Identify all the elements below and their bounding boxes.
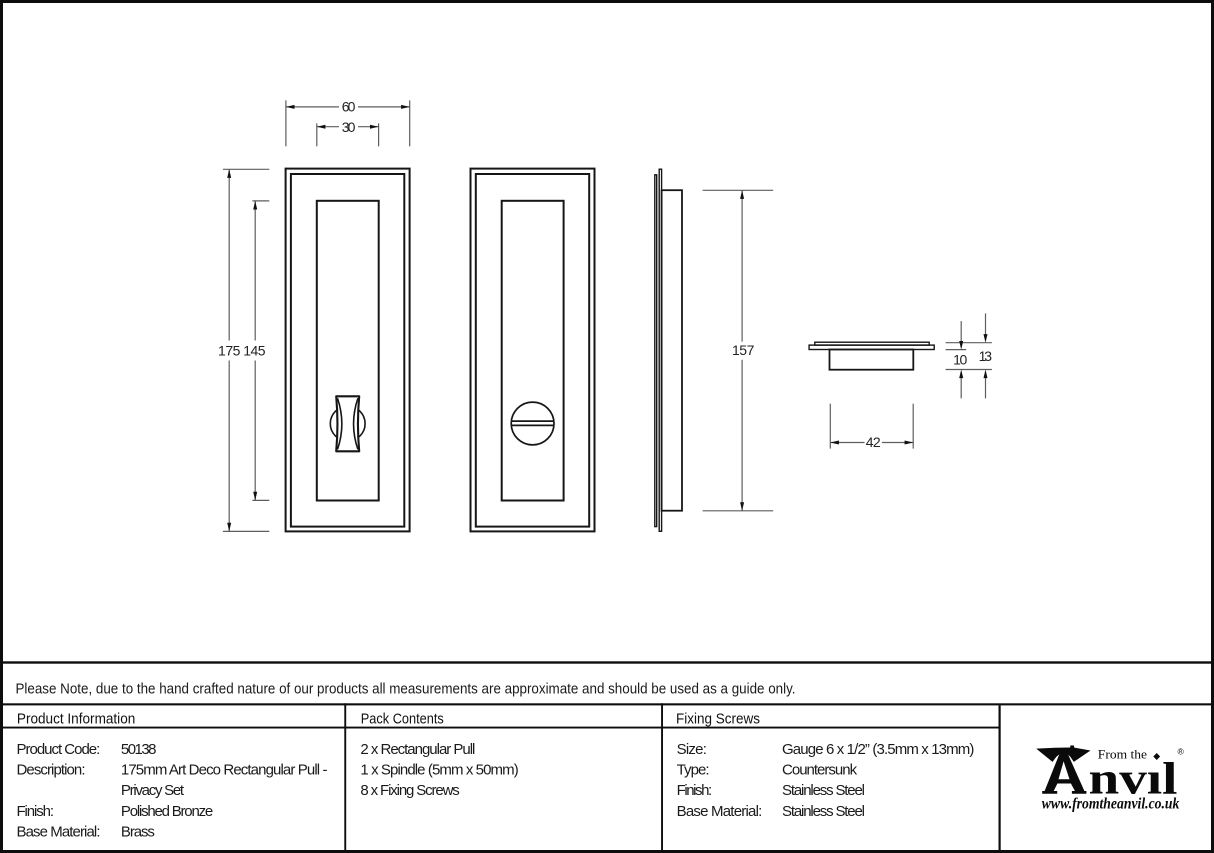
svg-text:60: 60 [342, 98, 356, 114]
svg-text:Privacy Set: Privacy Set [121, 782, 185, 799]
svg-text:®: ® [1178, 747, 1185, 757]
svg-text:Stainless Steel: Stainless Steel [782, 782, 865, 799]
svg-text:Description:: Description: [17, 762, 86, 779]
svg-text:nvıl: nvıl [1089, 753, 1178, 804]
svg-text:Finish:: Finish: [677, 782, 713, 799]
svg-text:Stainless Steel: Stainless Steel [782, 803, 865, 820]
svg-text:Base Material:: Base Material: [17, 824, 101, 841]
svg-text:Countersunk: Countersunk [782, 762, 858, 779]
svg-text:From the: From the [1098, 748, 1148, 762]
svg-text:Product Information: Product Information [17, 711, 135, 728]
svg-text:10: 10 [953, 351, 967, 367]
svg-text:157: 157 [732, 342, 755, 358]
svg-text:www.fromtheanvil.co.uk: www.fromtheanvil.co.uk [1042, 796, 1180, 813]
svg-text:2 x Rectangular Pull: 2 x Rectangular Pull [360, 741, 475, 758]
svg-text:175 145: 175 145 [218, 342, 266, 358]
svg-text:Type:: Type: [677, 762, 710, 779]
svg-text:30: 30 [342, 119, 356, 135]
svg-text:8 x Fixing Screws: 8 x Fixing Screws [360, 782, 459, 799]
svg-text:Base Material:: Base Material: [677, 803, 763, 820]
svg-text:Fixing Screws: Fixing Screws [676, 711, 760, 728]
svg-text:13: 13 [979, 348, 993, 364]
svg-text:Please Note, due to the hand c: Please Note, due to the hand crafted nat… [16, 680, 796, 697]
svg-text:Polished Bronze: Polished Bronze [121, 803, 213, 820]
svg-text:1 x Spindle (5mm x 50mm): 1 x Spindle (5mm x 50mm) [360, 762, 518, 779]
svg-text:175mm Art Deco Rectangular Pul: 175mm Art Deco Rectangular Pull - [121, 762, 328, 779]
svg-text:Gauge 6 x 1/2” (3.5mm x 13mm): Gauge 6 x 1/2” (3.5mm x 13mm) [782, 741, 974, 758]
svg-text:Size:: Size: [677, 741, 707, 758]
svg-text:50138: 50138 [121, 741, 157, 758]
svg-text:Finish:: Finish: [17, 803, 55, 820]
svg-text:42: 42 [866, 434, 881, 450]
svg-text:Product Code:: Product Code: [17, 741, 101, 758]
svg-text:Brass: Brass [121, 824, 155, 841]
svg-text:Pack Contents: Pack Contents [361, 711, 444, 728]
